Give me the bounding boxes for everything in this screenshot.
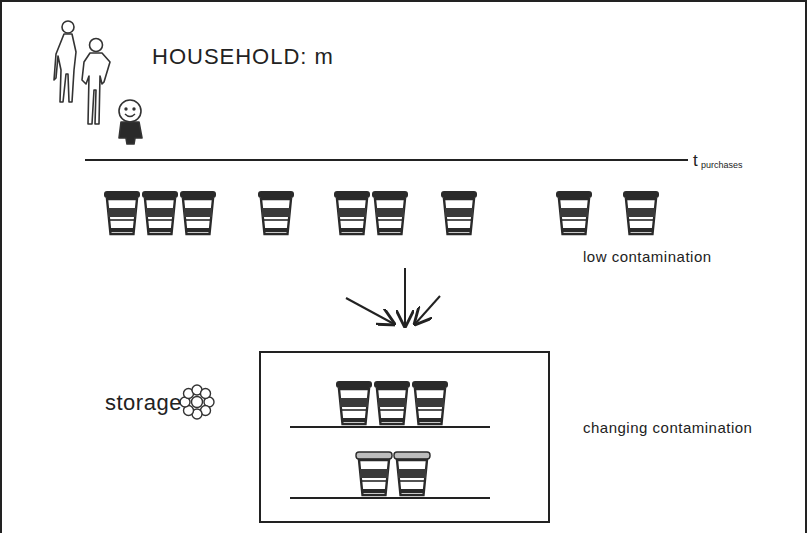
- storage-note: changing contamination: [583, 420, 752, 435]
- time-axis-label: t: [693, 152, 698, 169]
- household-heading: HOUSEHOLD: m: [152, 46, 334, 68]
- storage-label: storage: [105, 392, 182, 414]
- time-axis-subscript: purchases: [701, 161, 743, 170]
- row-note: low contamination: [583, 249, 712, 264]
